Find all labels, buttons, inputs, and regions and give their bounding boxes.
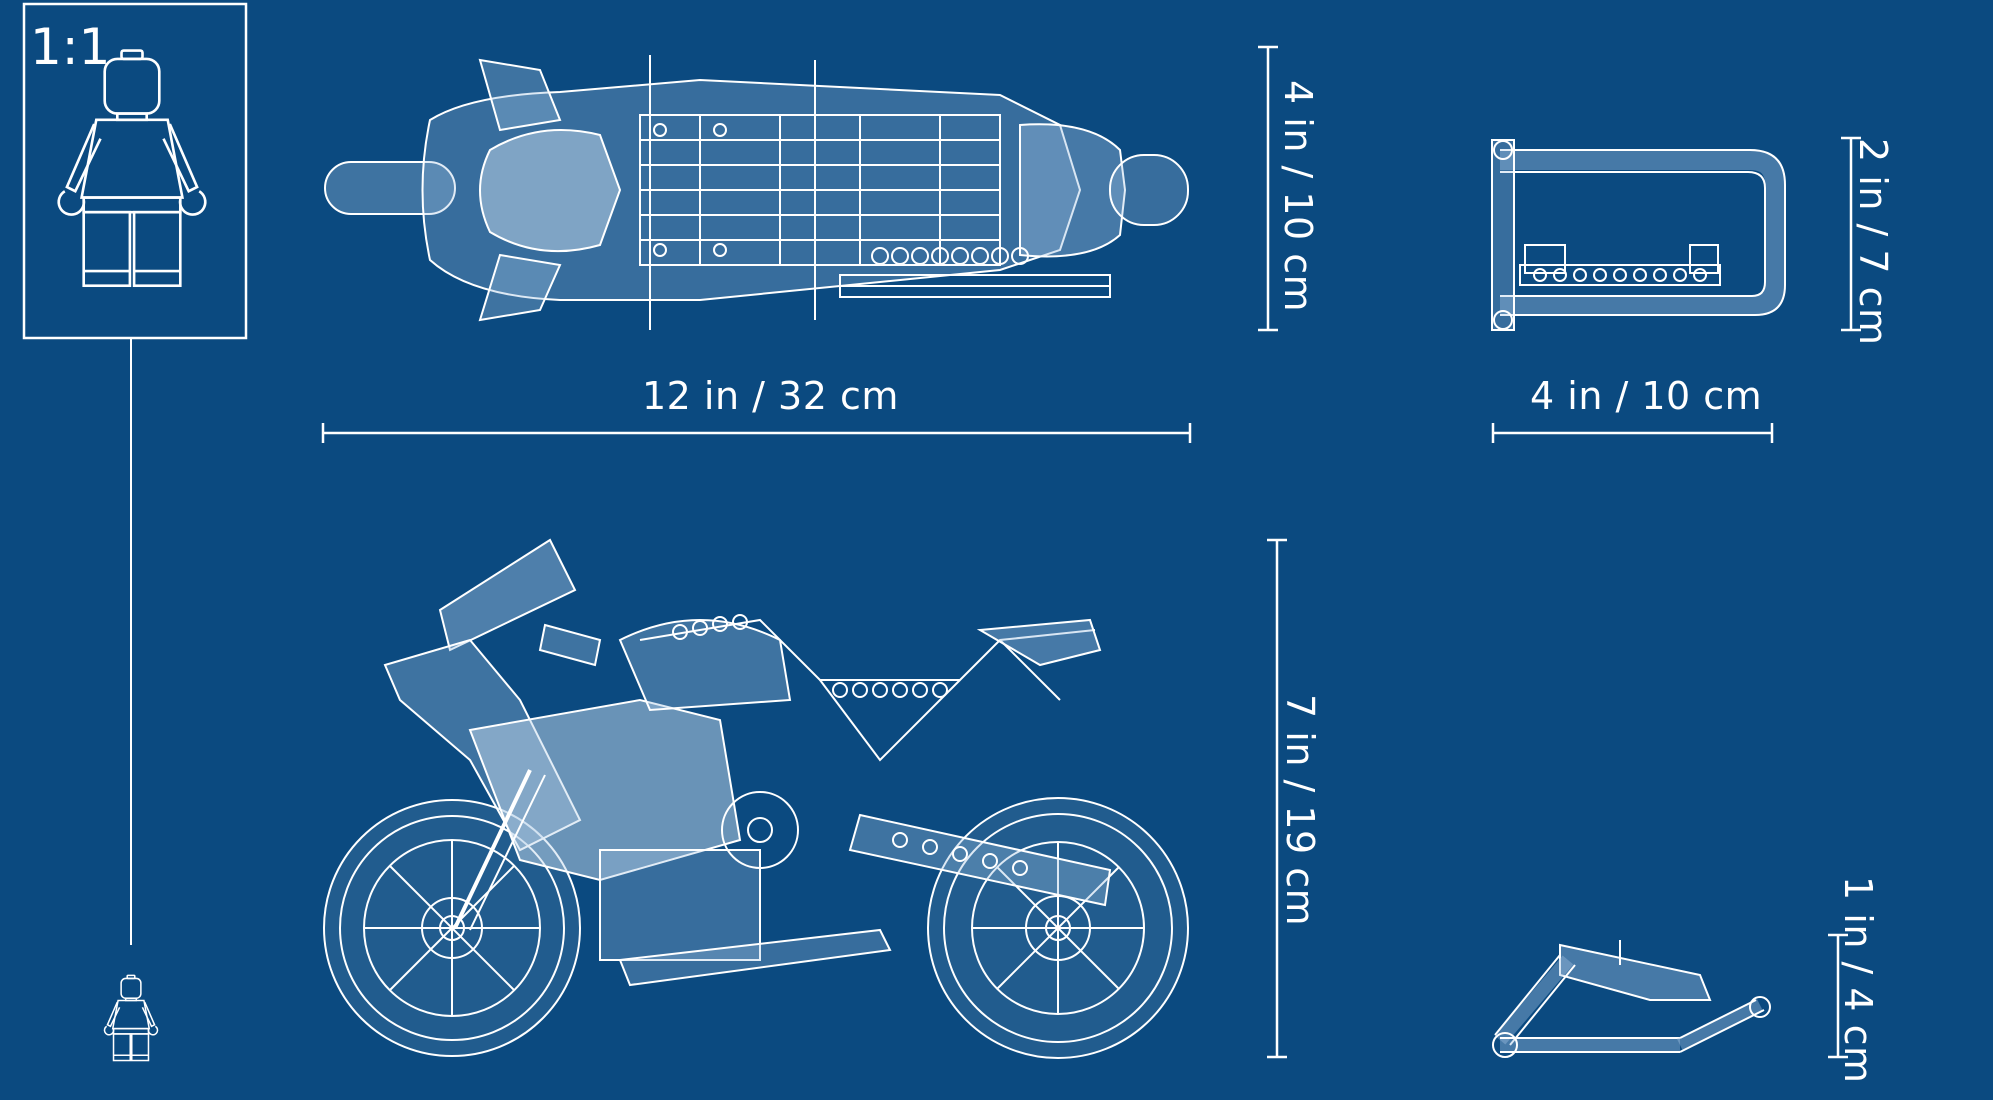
motorcycle-top-view <box>324 55 1189 330</box>
motorcycle-top-holes <box>653 123 1029 265</box>
top-view-length-label: 12 in / 32 cm <box>642 374 899 418</box>
dimension-lines <box>321 45 1861 1059</box>
stand-side-height-label: 1 in / 4 cm <box>1836 876 1880 1084</box>
stand-top-width-label: 4 in / 10 cm <box>1530 374 1763 418</box>
scale-box <box>22 2 248 340</box>
motorcycle-side-holes <box>672 614 1028 876</box>
stand-top-depth-label: 2 in / 7 cm <box>1851 138 1895 346</box>
side-view-height-label: 7 in / 19 cm <box>1278 694 1322 927</box>
motorcycle-side-view <box>323 538 1189 1059</box>
stand-side-view <box>1492 940 1771 1058</box>
minifigure-icon <box>57 49 207 288</box>
minifigure-icon <box>103 974 159 1062</box>
stand-top-holes <box>1493 140 1707 330</box>
stand-top-view <box>1491 139 1786 331</box>
scale-label: 1:1 <box>30 18 111 76</box>
top-view-width-label: 4 in / 10 cm <box>1276 80 1320 313</box>
